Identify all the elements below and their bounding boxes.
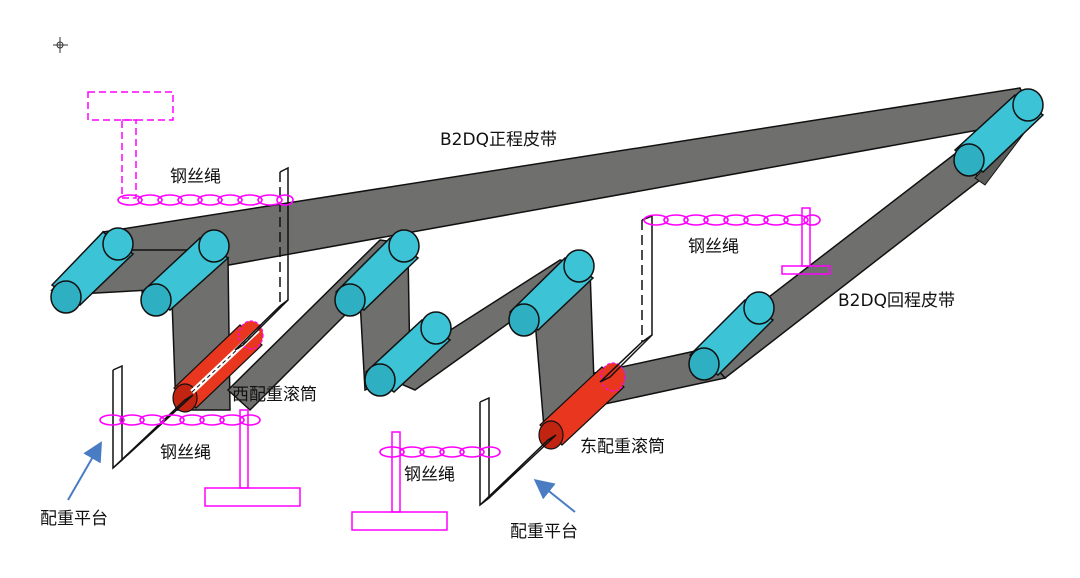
label-wire-rope-3: 钢丝绳 bbox=[160, 443, 211, 463]
roller-5 bbox=[508, 249, 595, 337]
arrow-platform-right bbox=[533, 479, 576, 513]
label-forward-belt: B2DQ正程皮带 bbox=[440, 130, 557, 150]
arrow-platform-left bbox=[67, 441, 102, 501]
wire-rope-top-left bbox=[117, 194, 294, 206]
label-west-drum: 西配重滚筒 bbox=[232, 385, 317, 405]
weight-bottom-left bbox=[204, 409, 301, 507]
roller-7 bbox=[953, 88, 1045, 177]
rollers bbox=[50, 88, 1045, 397]
label-platform-left: 配重平台 bbox=[40, 509, 108, 529]
platform-right bbox=[479, 396, 557, 507]
wire-rope-bottom-left bbox=[99, 414, 261, 426]
platform-left bbox=[112, 364, 194, 470]
label-return-belt: B2DQ回程皮带 bbox=[838, 291, 955, 311]
weight-bottom-right bbox=[351, 431, 448, 531]
roller-3 bbox=[334, 229, 420, 317]
label-east-drum: 东配重滚筒 bbox=[580, 437, 665, 457]
roller-4 bbox=[364, 311, 452, 397]
wire-rope-bottom-right bbox=[379, 446, 501, 458]
weight-top-left bbox=[87, 91, 174, 199]
label-platform-right: 配重平台 bbox=[510, 522, 578, 542]
platform-top-left bbox=[234, 166, 289, 351]
platform-top-right bbox=[599, 214, 653, 383]
weight-top-right bbox=[781, 207, 831, 275]
label-wire-rope-2: 钢丝绳 bbox=[688, 237, 739, 257]
crosshair-icon bbox=[53, 37, 68, 53]
roller-2 bbox=[140, 229, 230, 317]
wire-rope-top-right bbox=[643, 214, 821, 226]
serpentine-belt bbox=[57, 239, 596, 442]
label-wire-rope-1: 钢丝绳 bbox=[170, 167, 221, 187]
roller-1 bbox=[50, 227, 135, 314]
roller-6 bbox=[688, 291, 775, 381]
label-wire-rope-4: 钢丝绳 bbox=[404, 465, 455, 485]
